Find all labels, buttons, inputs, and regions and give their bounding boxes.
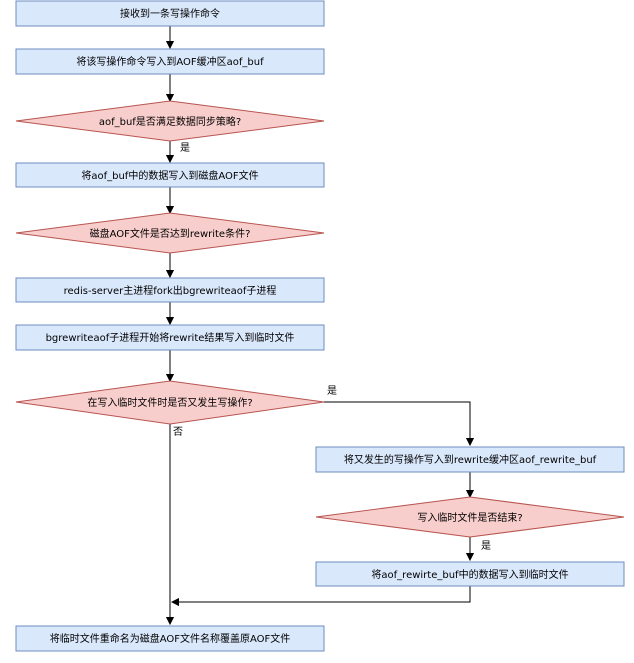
edge-label-temp-done-yes: 是: [481, 540, 491, 552]
node-label: 接收到一条写操作命令: [120, 7, 220, 20]
connectors: [170, 26, 470, 624]
edge-label-new-write-yes: 是: [327, 385, 337, 397]
node-label: 将又发生的写操作写入到rewrite缓冲区aof_rewrite_buf: [344, 453, 597, 466]
node-label: redis-server主进程fork出bgrewriteaof子进程: [64, 284, 277, 297]
node-label: 将aof_rewirte_buf中的数据写入到临时文件: [371, 568, 568, 581]
node-receive-write: 接收到一条写操作命令: [15, 0, 325, 27]
node-flush-to-disk: 将aof_buf中的数据写入到磁盘AOF文件: [15, 162, 325, 188]
node-rewrite-condition-check: 磁盘AOF文件是否达到rewrite条件?: [15, 212, 325, 254]
node-label: 在写入临时文件时是否又发生写操作?: [87, 396, 252, 409]
node-write-aof-buf: 将该写操作命令写入到AOF缓冲区aof_buf: [15, 48, 325, 75]
edge-new-write-yes: [323, 401, 470, 445]
node-child-write-temp: bgrewriteaof子进程开始将rewrite结果写入到临时文件: [15, 324, 325, 351]
node-label: 将aof_buf中的数据写入到磁盘AOF文件: [81, 169, 258, 182]
edge-label-sync-yes: 是: [180, 142, 190, 154]
node-label: 磁盘AOF文件是否达到rewrite条件?: [90, 227, 251, 240]
node-flush-rewrite-buf: 将aof_rewirte_buf中的数据写入到临时文件: [315, 561, 625, 587]
edge-flush-rewrite-to-main: [172, 586, 471, 602]
node-fork-child: redis-server主进程fork出bgrewriteaof子进程: [15, 277, 325, 303]
node-sync-policy-check: aof_buf是否满足数据同步策略?: [15, 100, 325, 142]
node-write-rewrite-buf: 将又发生的写操作写入到rewrite缓冲区aof_rewrite_buf: [315, 446, 625, 473]
node-label: aof_buf是否满足数据同步策略?: [99, 115, 241, 128]
node-label: 将该写操作命令写入到AOF缓冲区aof_buf: [76, 55, 264, 68]
node-temp-done-check: 写入临时文件是否结束?: [315, 496, 625, 538]
node-new-write-check: 在写入临时文件时是否又发生写操作?: [15, 380, 325, 425]
node-label: bgrewriteaof子进程开始将rewrite结果写入到临时文件: [46, 331, 295, 344]
node-label: 写入临时文件是否结束?: [417, 511, 522, 524]
edge-label-new-write-no: 否: [173, 426, 183, 438]
node-rename-temp: 将临时文件重命名为磁盘AOF文件名称覆盖原AOF文件: [15, 625, 325, 652]
node-label: 将临时文件重命名为磁盘AOF文件名称覆盖原AOF文件: [50, 632, 291, 645]
